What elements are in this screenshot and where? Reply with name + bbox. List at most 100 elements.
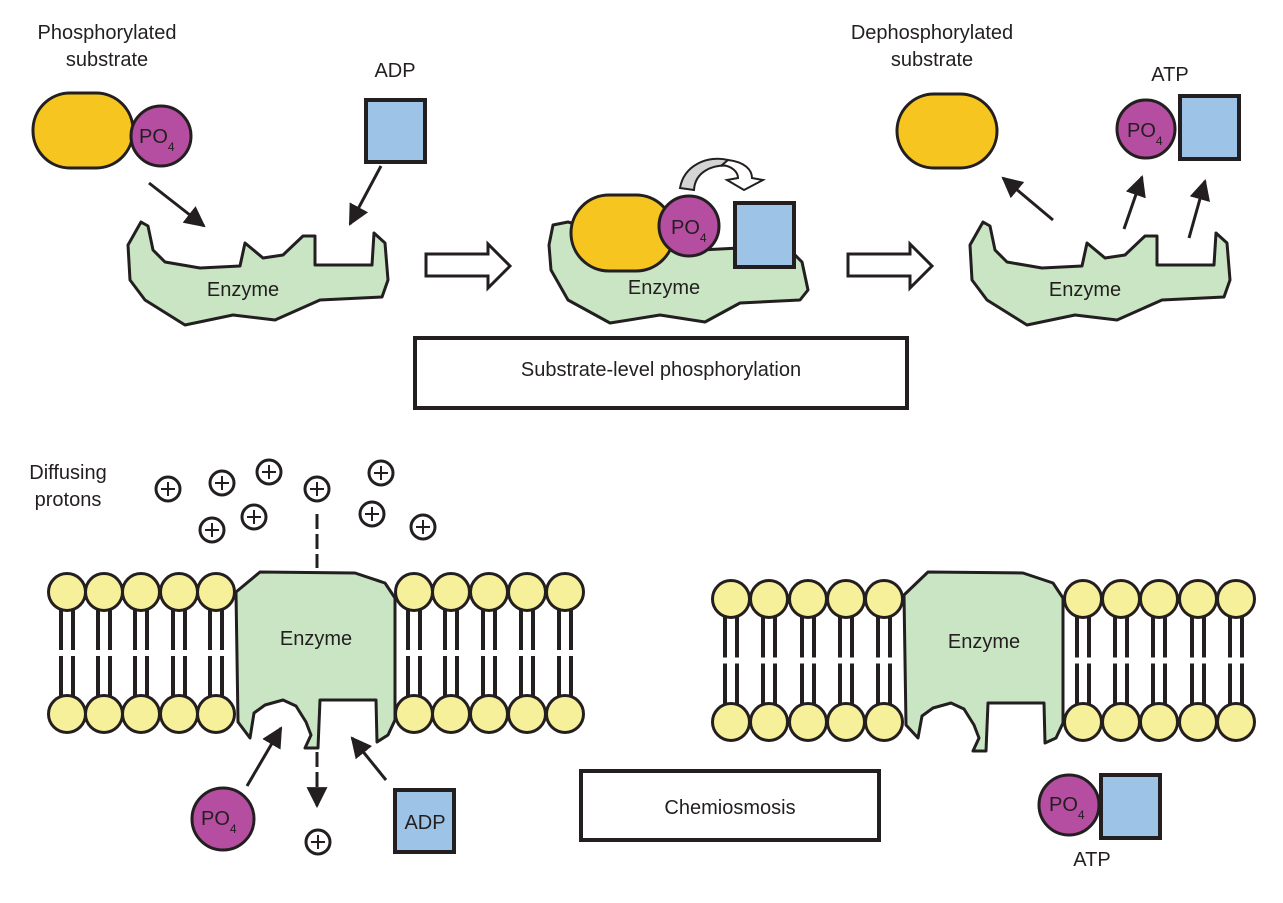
phospholipid [196,572,236,734]
proton-icon [154,475,182,503]
diffusing-protons-label-line1: Diffusing [29,462,106,484]
lipid-head [711,702,751,742]
lipid-head [1101,702,1141,742]
membrane-enzyme-left-label: Enzyme [280,628,352,650]
step1-group: Phosphorylated substrate PO4 ADP Enzyme [31,22,427,327]
lipid-head [159,694,199,734]
exit-proton [304,828,332,856]
proton-icon [208,469,236,497]
enzyme-shape [126,220,390,327]
phospholipid [159,572,199,734]
proton-icon [409,513,437,541]
phosphate-label: PO4 [201,808,237,836]
process-arrow-2 [846,240,935,292]
lipid-head [84,694,124,734]
diffusing-protons-label-line2: protons [35,489,102,511]
membrane-enzyme-right [902,570,1065,753]
enzyme-label: Enzyme [1049,279,1121,301]
phospholipid [431,572,471,734]
substrate-level-title: Substrate-level phosphorylation [521,359,801,381]
atp-label: ATP [1073,849,1110,871]
phospholipid [749,579,789,742]
lipid-head [196,694,236,734]
proton-icon [358,500,386,528]
lipid-head [864,579,904,619]
arrow-enzyme-to-phosphate [1122,175,1146,230]
membrane-group [47,572,1256,742]
lipid-head [159,572,199,612]
phosphate-shape [1115,98,1177,160]
lipid-head [121,572,161,612]
step3-group: Dephosphorylated substrate ATP PO4 Enzym… [851,22,1241,327]
proton-icon [303,475,331,503]
lipid-head [47,572,87,612]
arrow-substrate-to-enzyme [148,181,206,228]
phosphorylated-substrate-label-line2: substrate [66,49,148,71]
phospholipid [47,572,87,734]
phosphate-shape [657,194,721,258]
lipid-head [1139,702,1179,742]
phospholipid [469,572,509,734]
adp-label: ADP [374,60,415,82]
proton-group [154,458,437,544]
membrane-enzyme-right-label: Enzyme [948,631,1020,653]
adp-shape [393,788,456,854]
lipid-head [545,572,585,612]
lipid-head [507,694,547,734]
lipid-head [431,572,471,612]
adp-shape [364,98,427,164]
enzyme-label: Enzyme [628,277,700,299]
phospholipid [507,572,547,734]
lipid-head [507,572,547,612]
substrate-shape [31,91,135,170]
phospholipid [711,579,751,742]
lipid-head [826,579,866,619]
arrow-adp-to-enzyme [350,736,388,781]
lipid-head [1216,579,1256,619]
phospholipid [1178,579,1218,742]
phospholipid [84,572,124,734]
atp-phosphate-label: PO4 [1049,794,1085,822]
substrate-shape [895,92,999,170]
phospholipid [1216,579,1256,742]
dephosphorylated-substrate-label-line2: substrate [891,49,973,71]
phospholipid [788,579,828,742]
dephosphorylated-substrate-label-line1: Dephosphorylated [851,22,1013,44]
transfer-arrow-head [719,158,767,192]
proton-icon [198,516,226,544]
phospholipid [826,579,866,742]
phospholipid [394,572,434,734]
lipid-head [431,694,471,734]
membrane-enzyme-left [234,570,397,750]
phosphate-label: PO4 [671,217,707,245]
lipid-head [469,694,509,734]
phosphate-shape [129,104,193,168]
arrow-enzyme-to-substrate [1001,176,1054,222]
proton-icon [240,503,268,531]
lipid-head [394,572,434,612]
chemiosmosis-title: Chemiosmosis [664,797,795,819]
phosphate-shape [190,786,256,852]
arrow-adp-to-enzyme [348,165,383,226]
lipid-head [826,702,866,742]
lipid-head [196,572,236,612]
lipid-head [394,694,434,734]
phosphate-label: PO4 [139,126,175,154]
adp-label: ADP [404,812,445,834]
phospholipid [121,572,161,734]
phospholipid [1063,579,1103,742]
lipid-head [1139,579,1179,619]
enzyme-label: Enzyme [207,279,279,301]
lipid-head [864,702,904,742]
proton-icon [367,459,395,487]
phospholipid [1139,579,1179,742]
lipid-head [1178,579,1218,619]
lipid-head [788,579,828,619]
lipid-head [1178,702,1218,742]
lipid-head [469,572,509,612]
phospholipid [545,572,585,734]
atp-label: ATP [1151,64,1188,86]
phospholipid [1101,579,1141,742]
lipid-head [47,694,87,734]
